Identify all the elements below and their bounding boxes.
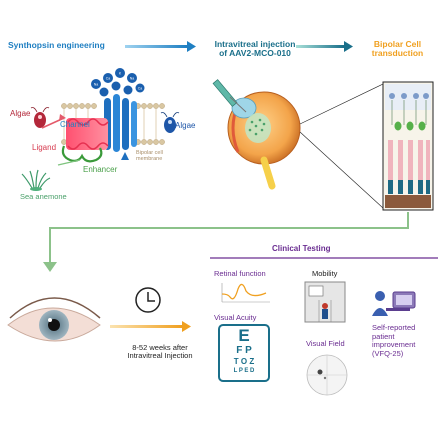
algae-right-icon: [160, 112, 180, 133]
green-arrowhead: [43, 262, 57, 272]
timeline-line1: 8-52 weeks after: [132, 343, 188, 352]
patient-line2: patient: [372, 331, 395, 341]
patient-line3: improvement: [372, 340, 416, 350]
mobility-maze-icon: [304, 281, 346, 323]
step3-line1: Bipolar Cell: [373, 39, 422, 49]
eye-injection-illustration: [212, 79, 301, 190]
timeline-label: 8-52 weeks after Intravitreal Injection: [112, 343, 208, 361]
membrane-label: Bipolar cell membrane: [136, 150, 163, 162]
algae-left-label: Algae: [10, 109, 31, 118]
erg-waveform-icon: [221, 283, 270, 303]
acuity-row-2: F P: [236, 345, 252, 356]
svg-text:Na: Na: [94, 83, 99, 87]
svg-text:Na: Na: [130, 77, 135, 81]
step3-label: Bipolar Cell transduction: [355, 40, 440, 58]
patient-at-computer-icon: [372, 291, 416, 316]
visual-acuity-chart-icon: [218, 324, 270, 382]
timeline-line2: Intravitreal Injection: [127, 351, 193, 361]
mobility-label: Mobility: [312, 269, 338, 278]
arrow-to-clinical: [110, 321, 191, 332]
ion-cluster: [91, 68, 145, 97]
svg-text:Ca: Ca: [138, 87, 143, 91]
membrane-line2: membrane: [136, 156, 163, 163]
svg-text:Ca: Ca: [106, 77, 111, 81]
ligand-domain: [66, 118, 109, 150]
patient-eye-image: [7, 297, 101, 342]
svg-text:K: K: [119, 72, 122, 76]
patient-line4: (VFQ-25): [372, 348, 404, 358]
acuity-row-3: T O Z: [233, 357, 255, 366]
acuity-chart-letters: E F P T O Z L P E D: [219, 327, 269, 374]
clock-icon: [135, 287, 161, 313]
step1-label: Synthopsin engineering: [8, 40, 105, 50]
enhancer-label: Enhancer: [83, 165, 118, 174]
syringe-icon: [212, 79, 247, 113]
membrane-line1: Bipolar cell: [136, 150, 163, 156]
clinical-testing-title: Clinical Testing: [272, 244, 331, 253]
channel-protein: [104, 94, 137, 160]
acuity-row-1: E: [238, 326, 250, 345]
acuity-row-4: L P E D: [233, 368, 255, 374]
algae-right-label: Algae: [175, 121, 196, 130]
visual-field-icon: [306, 354, 348, 396]
patient-line1: Self-reported: [372, 323, 416, 332]
enhancer-domain: [61, 145, 103, 163]
visual-field-label: Visual Field: [306, 339, 345, 348]
green-connector-arrow: [49, 212, 409, 262]
ligand-label: Ligand: [32, 143, 57, 152]
arrow-step2-to-step3: [296, 41, 353, 52]
step2-line2: of AAV2-MCO-010: [219, 47, 291, 58]
retinal-function-label: Retinal function: [214, 269, 266, 278]
arrow-step1-to-step2: [125, 41, 196, 52]
step2-label: Intravitreal injection of AAV2-MCO-010: [200, 40, 310, 58]
step2-line1: Intravitreal injection: [214, 39, 296, 49]
sea-anemone-label: Sea anemone: [20, 192, 67, 201]
zoom-lines: [299, 83, 384, 209]
sea-anemone-icon: [21, 169, 51, 191]
retina-cross-section: [382, 81, 434, 211]
visual-acuity-label: Visual Acuity: [214, 313, 257, 322]
patient-improvement-label: Self-reported patient improvement (VFQ-2…: [372, 323, 416, 359]
channel-label: Channel: [60, 120, 90, 129]
step3-line2: transduction: [371, 47, 424, 58]
algae-left-icon: [30, 107, 66, 129]
